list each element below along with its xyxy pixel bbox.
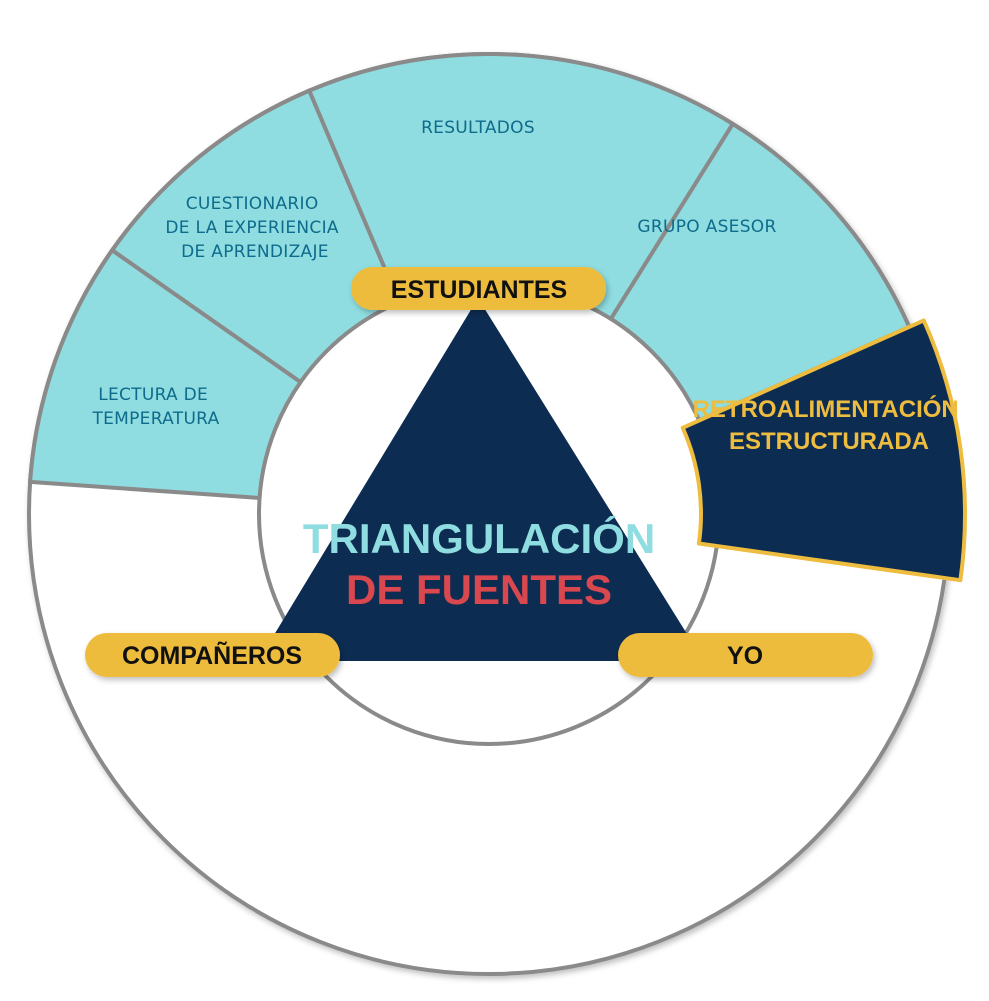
segment-retroalimentacion-estructurada: [680, 318, 967, 583]
label-resultados: RESULTADOS: [421, 118, 535, 138]
pill-estudiantes: ESTUDIANTES: [351, 267, 606, 310]
pill-yo-label: YO: [727, 642, 763, 670]
center-title-line1: TRIANGULACIÓN: [303, 514, 655, 562]
pill-companeros: COMPAÑEROS: [85, 633, 340, 677]
center-triangle: [259, 299, 703, 661]
center-title-line2: DE FUENTES: [346, 566, 612, 613]
label-lectura-de-temperatura: LECTURA DE TEMPERATURA: [91, 385, 219, 429]
label-grupo-asesor: GRUPO ASESOR: [637, 217, 776, 237]
pill-yo: YO: [618, 633, 873, 677]
label-cuestionario: CUESTIONARIO DE LA EXPERIENCIA DE APREND…: [165, 194, 344, 262]
pill-companeros-label: COMPAÑEROS: [122, 640, 302, 670]
pill-estudiantes-label: ESTUDIANTES: [391, 276, 567, 304]
label-retroalimentacion-estructurada: RETROALIMENTACIÓN ESTRUCTURADA: [693, 395, 966, 455]
